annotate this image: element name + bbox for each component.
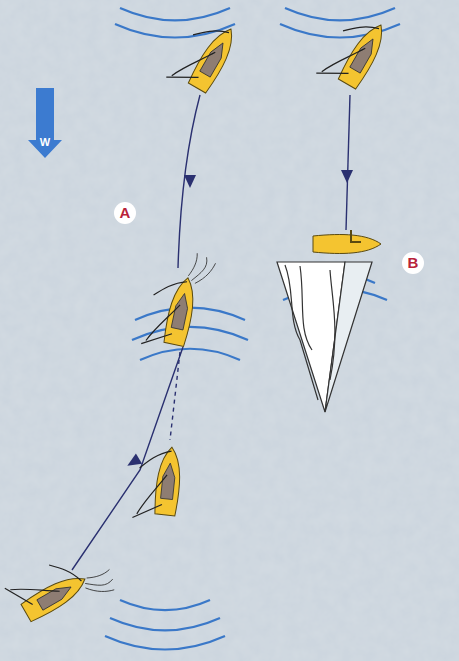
yacht (141, 246, 217, 355)
yacht (5, 538, 120, 636)
wave-arc (140, 349, 240, 360)
wave-arc (120, 600, 210, 610)
wind-label: W (37, 136, 53, 148)
tracks (72, 95, 350, 570)
wind-arrow (28, 88, 62, 158)
broached-sails (277, 262, 372, 412)
wave-arc (105, 636, 225, 650)
wave-arc (132, 327, 248, 340)
yacht (166, 13, 241, 99)
waves (105, 8, 400, 650)
yacht (316, 9, 391, 95)
wave-arc (110, 618, 220, 630)
wave-arc (285, 8, 395, 20)
route-letter: B (402, 252, 424, 274)
wave-arc (120, 8, 230, 20)
route-letter: A (114, 202, 136, 224)
boats (5, 9, 391, 637)
broached-yacht (313, 230, 381, 253)
yacht (132, 444, 183, 522)
